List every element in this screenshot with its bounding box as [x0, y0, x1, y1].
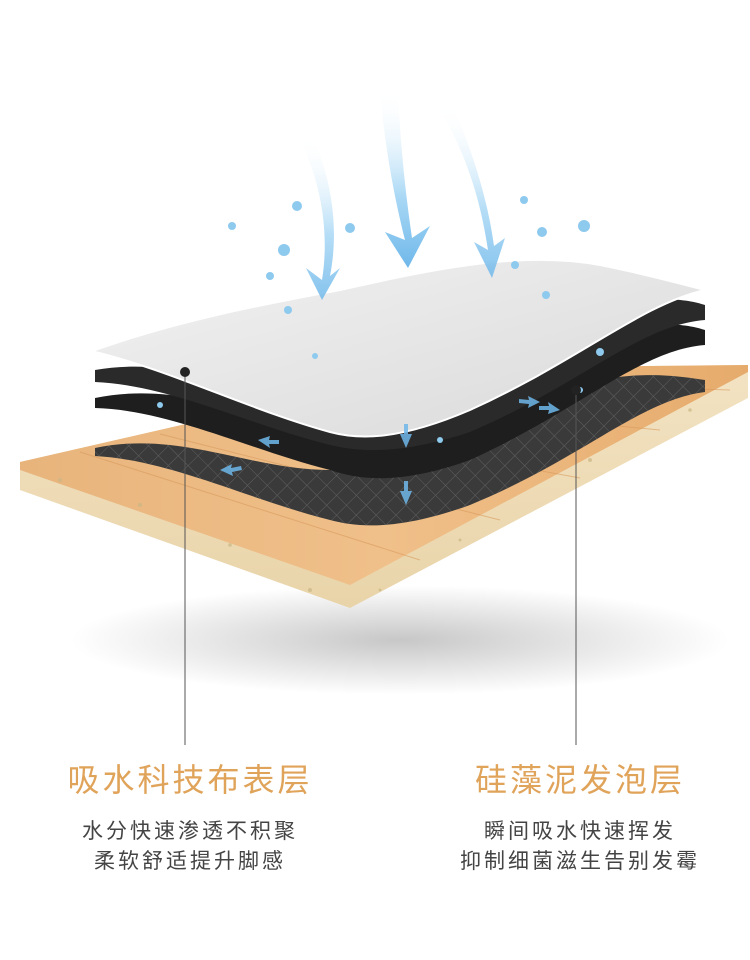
- fabric-layer-desc-1: 水分快速渗透不积聚: [82, 819, 298, 843]
- fabric-layer-desc-2: 柔软舒适提升脚感: [94, 849, 286, 873]
- board-shadow: [70, 585, 730, 695]
- diatomite-layer-callout: 硅藻泥发泡层 瞬间吸水快速挥发 抑制细菌滋生告别发霉: [430, 760, 730, 876]
- diatomite-layer-desc-1: 瞬间吸水快速挥发: [484, 819, 676, 843]
- fabric-layer-callout: 吸水科技布表层 水分快速渗透不积聚 柔软舒适提升脚感: [40, 760, 340, 876]
- fabric-layer-title: 吸水科技布表层: [67, 761, 313, 799]
- callout-leaders: [180, 367, 581, 745]
- fabric-top-layer: [94, 258, 706, 438]
- diatomite-layer-desc-2: 抑制细菌滋生告别发霉: [460, 849, 700, 873]
- diatomite-layer-title: 硅藻泥发泡层: [474, 761, 685, 799]
- water-flow-arrows: [220, 90, 560, 505]
- water-droplets: [157, 196, 604, 443]
